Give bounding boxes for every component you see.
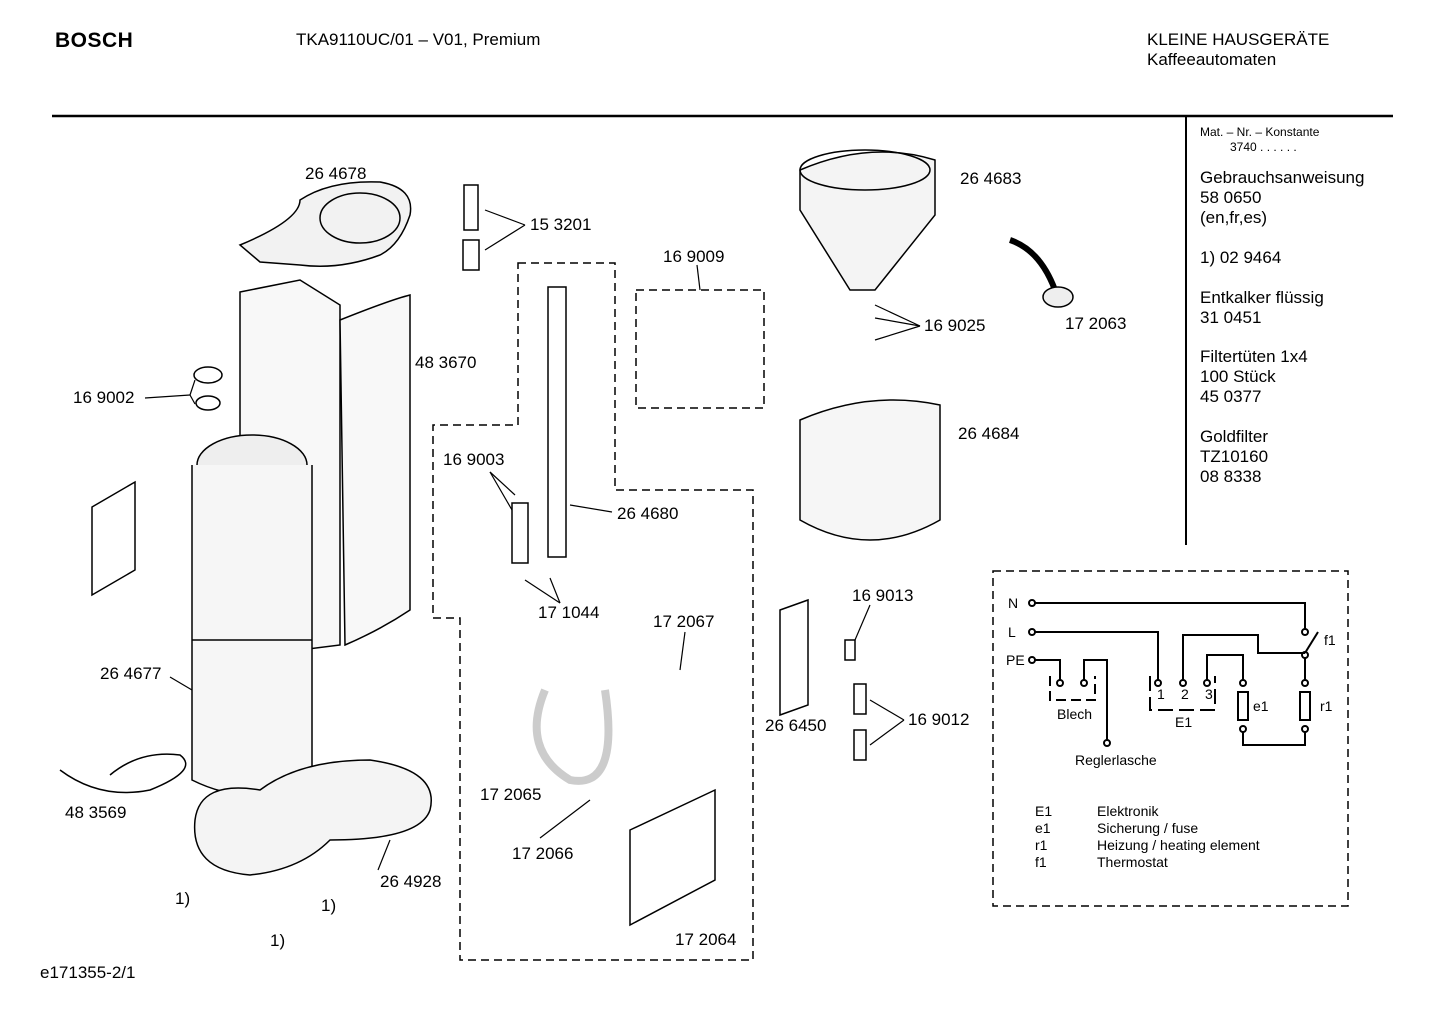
- descaler: Entkalker flüssig: [1200, 288, 1324, 307]
- manual-lang: (en,fr,es): [1200, 208, 1268, 227]
- dashed-group: [432, 262, 754, 961]
- legend-code: e1: [1035, 820, 1051, 836]
- thermostat-label: f1: [1324, 632, 1336, 648]
- power-cord-part: [59, 753, 187, 794]
- filters-nr: 45 0377: [1200, 387, 1262, 406]
- part-label[interactable]: 16 9003: [443, 450, 505, 469]
- manual-nr: 58 0650: [1200, 188, 1262, 207]
- spring-part: [463, 184, 479, 231]
- filter-holder-part: [799, 151, 936, 291]
- part-label[interactable]: 16 9009: [663, 247, 725, 266]
- fuse-label: e1: [1253, 698, 1269, 714]
- water-tank-part: [191, 434, 313, 796]
- footnote-part: 1) 02 9464: [1200, 248, 1282, 267]
- valve-part: [462, 239, 480, 271]
- document-id: e171355-2/1: [40, 963, 136, 982]
- part-label[interactable]: 16 9025: [924, 316, 986, 335]
- wiring-diagram-frame: [992, 570, 1349, 907]
- part-label[interactable]: 17 2065: [480, 785, 542, 804]
- clip-part: [844, 639, 856, 661]
- part-label[interactable]: 26 4680: [617, 504, 679, 523]
- part-label[interactable]: 17 2063: [1065, 314, 1127, 333]
- filters: Filtertüten 1x4: [1200, 347, 1308, 366]
- terminal-2: 2: [1181, 686, 1189, 702]
- legend-code: E1: [1035, 803, 1053, 819]
- part-label[interactable]: 17 1044: [538, 603, 600, 622]
- ring-part: [195, 395, 221, 411]
- part-label[interactable]: 26 6450: [765, 716, 827, 735]
- legend-code: f1: [1035, 854, 1047, 870]
- part-label[interactable]: 26 4678: [305, 164, 367, 183]
- footnote-marker: 1): [270, 931, 286, 950]
- terminal-n: N: [1008, 595, 1019, 611]
- part-label[interactable]: 17 2066: [512, 844, 574, 863]
- part-label[interactable]: 48 3569: [65, 803, 127, 822]
- ring-part: [193, 366, 223, 384]
- legend-desc: Thermostat: [1097, 854, 1168, 870]
- part-label[interactable]: 48 3670: [415, 353, 477, 372]
- blech-label: Blech: [1057, 706, 1093, 722]
- part-label[interactable]: 26 4677: [100, 664, 162, 683]
- descaler-nr: 31 0451: [1200, 308, 1262, 327]
- part-label[interactable]: 16 9012: [908, 710, 970, 729]
- housing-shell: [339, 294, 411, 647]
- brand-logo: BOSCH: [55, 29, 134, 52]
- mat-nr-label: Mat. – Nr. – Konstante: [1200, 125, 1320, 139]
- heater-label: r1: [1320, 698, 1333, 714]
- lid-part: [238, 181, 412, 267]
- part-label[interactable]: 17 2067: [653, 612, 715, 631]
- part-label[interactable]: 17 2064: [675, 930, 737, 949]
- part-label[interactable]: 15 3201: [530, 215, 592, 234]
- subcategory: Kaffeeautomaten: [1147, 50, 1277, 69]
- regler-label: Reglerlasche: [1075, 752, 1157, 768]
- jug-holder-part: [799, 399, 941, 541]
- heating-element-part: [532, 688, 613, 785]
- goldfilter-nr: 08 8338: [1200, 467, 1262, 486]
- plate-part: [91, 480, 136, 597]
- tube-part: [547, 286, 567, 558]
- terminal-pe: PE: [1006, 652, 1025, 668]
- terminal-1: 1: [1157, 686, 1165, 702]
- base-part: [193, 759, 432, 876]
- footnote-marker: 1): [321, 896, 337, 915]
- legend-desc: Heizung / heating element: [1097, 837, 1260, 853]
- leader-lines: [144, 209, 921, 871]
- spoon-part: [1008, 237, 1058, 292]
- wiring-schematic: [1028, 599, 1319, 747]
- goldfilter-model: TZ10160: [1200, 447, 1269, 466]
- legend-desc: Elektronik: [1097, 803, 1159, 819]
- part-label[interactable]: 16 9013: [852, 586, 914, 605]
- legend-code: r1: [1035, 837, 1048, 853]
- part-label[interactable]: 26 4684: [958, 424, 1020, 443]
- goldfilter: Goldfilter: [1200, 427, 1269, 446]
- mat-nr-value: 3740 . . . . . .: [1230, 140, 1297, 154]
- clip-part: [853, 729, 867, 761]
- pcb-part: [779, 598, 809, 717]
- category: KLEINE HAUSGERÄTE: [1147, 30, 1330, 49]
- part-label[interactable]: 26 4683: [960, 169, 1022, 188]
- part-label[interactable]: 16 9002: [73, 388, 135, 407]
- e1-module-label: E1: [1175, 714, 1193, 730]
- part-label[interactable]: 26 4928: [380, 872, 442, 891]
- tube-part: [511, 502, 529, 564]
- dashed-group: [635, 289, 765, 409]
- clip-part: [853, 683, 867, 715]
- manual-title: Gebrauchsanweisung: [1200, 168, 1365, 187]
- terminal-3: 3: [1205, 686, 1213, 702]
- footnote-marker: 1): [175, 889, 191, 908]
- model-title: TKA9110UC/01 – V01, Premium: [296, 30, 541, 49]
- terminal-l: L: [1008, 624, 1016, 640]
- filters-qty: 100 Stück: [1200, 367, 1276, 386]
- cover-plate-part: [629, 788, 716, 927]
- legend-desc: Sicherung / fuse: [1097, 820, 1199, 836]
